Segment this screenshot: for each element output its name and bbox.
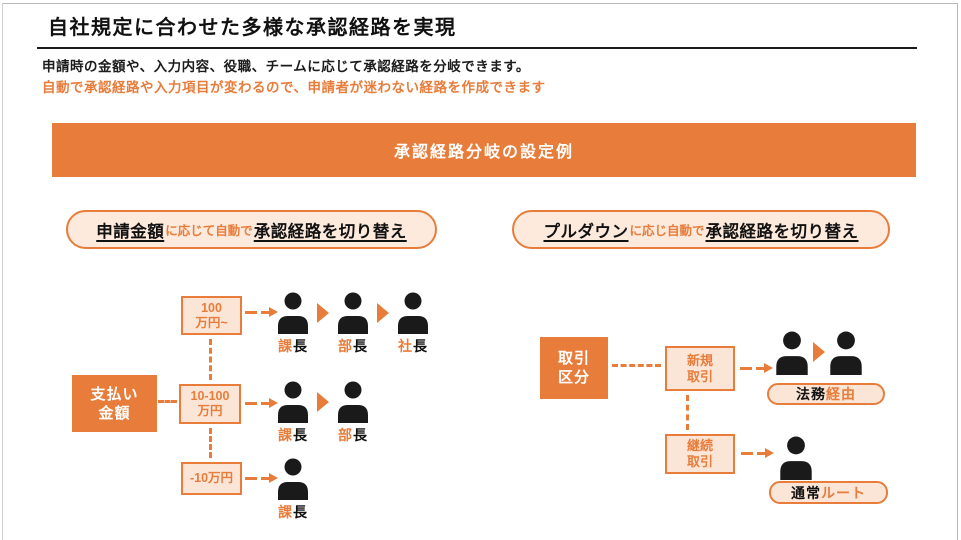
condition-box-new-deal: 新規 取引 [665, 346, 735, 391]
left-header-tail: 承認経路を切り替え [253, 222, 407, 241]
approver-name: 社長 [398, 338, 428, 354]
arrow-right-icon [741, 447, 774, 459]
arrow-right-icon [245, 397, 278, 409]
condition-line: 継続 [686, 438, 713, 453]
flow-triangle-icon [813, 342, 825, 362]
payment-box-line1: 支払い [90, 385, 139, 403]
approver: 部長 [331, 292, 375, 356]
description: 申請時の金額や、入力内容、役職、チームに応じて承認経路を分岐できます。 自動で承… [42, 56, 545, 98]
connector-dashed [158, 400, 177, 403]
condition-line: 取引 [686, 368, 713, 384]
arrow-right-icon [245, 472, 278, 484]
slide-border-right [957, 3, 958, 540]
condition-line: 新規 [686, 352, 713, 368]
condition-box-under-10: -10万円 [181, 462, 242, 495]
person-icon [275, 381, 311, 423]
connector-dashed [686, 395, 689, 430]
section-banner: 承認経路分岐の設定例 [52, 123, 916, 177]
approver: 課長 [271, 292, 315, 356]
deal-type-box: 取引 区分 [540, 337, 608, 399]
approver-row-under-10: 課長 [271, 458, 315, 522]
right-header-lead: プルダウン [543, 222, 629, 241]
person-icon [275, 292, 311, 334]
approver: 社長 [391, 292, 435, 356]
person-icon [773, 331, 811, 375]
approver-name: 部長 [338, 338, 368, 354]
condition-box-10-100: 10-100 万円 [179, 384, 241, 424]
person-icon [827, 331, 865, 375]
description-line-2: 自動で承認経路や入力項目が変わるので、申請者が迷わない経路を作成できます [42, 80, 546, 95]
connector-dashed [209, 428, 212, 458]
approver-name: 部長 [338, 427, 368, 443]
left-header-lead: 申請金額 [96, 222, 165, 241]
left-flow-header: 申請金額 に応じて自動で 承認経路を切り替え [66, 210, 437, 249]
approver-name: 課長 [278, 427, 308, 443]
approver-row-new-deal [773, 331, 865, 375]
person-icon [395, 292, 431, 334]
right-flow-header: プルダウン に応じ自動で 承認経路を切り替え [512, 210, 890, 249]
arrow-right-icon [245, 306, 278, 318]
condition-line: 万円 [197, 404, 223, 418]
left-header-connector: に応じて自動で [165, 224, 253, 238]
route-label-normal: 通常ルート [769, 481, 888, 504]
right-header-connector: に応じ自動で [629, 224, 705, 238]
approver: 課長 [271, 381, 315, 445]
approver: 課長 [271, 458, 315, 522]
deal-box-line2: 区分 [557, 369, 590, 386]
condition-line: 取引 [686, 454, 713, 469]
approver-row-continuing-deal [777, 436, 815, 480]
right-header-tail: 承認経路を切り替え [705, 222, 859, 241]
person-icon [335, 381, 371, 423]
approver-name: 課長 [278, 504, 308, 520]
condition-line: 万円~ [195, 315, 228, 330]
title-divider [37, 47, 917, 49]
description-line-1: 申請時の金額や、入力内容、役職、チームに応じて承認経路を分岐できます。 [42, 59, 530, 74]
condition-box-over-100: 100 万円~ [181, 296, 242, 335]
condition-box-continuing-deal: 継続 取引 [665, 434, 735, 474]
approver-row-10-100: 課長 部長 [271, 381, 375, 445]
condition-line: -10万円 [189, 471, 234, 485]
page-title: 自社規定に合わせた多様な承認経路を実現 [48, 17, 457, 39]
connector-dashed [612, 364, 661, 367]
connector-dashed [209, 339, 212, 380]
flow-triangle-icon [317, 392, 329, 412]
condition-line: 10-100 [190, 389, 230, 403]
approver-row-over-100: 課長 部長 社長 [271, 292, 435, 356]
person-icon [335, 292, 371, 334]
condition-line: 100 [201, 300, 222, 315]
flow-triangle-icon [377, 303, 389, 323]
route-label-legal: 法務経由 [767, 383, 885, 405]
slide-border-top [2, 3, 957, 4]
approver: 部長 [331, 381, 375, 445]
person-icon [275, 458, 311, 500]
payment-amount-box: 支払い 金額 [72, 375, 157, 432]
approver-name: 課長 [278, 338, 308, 354]
slide-border-left [2, 3, 3, 540]
flow-triangle-icon [317, 303, 329, 323]
arrow-right-icon [740, 362, 773, 374]
person-icon [777, 436, 815, 480]
deal-box-line1: 取引 [557, 350, 590, 367]
payment-box-line2: 金額 [98, 404, 131, 422]
